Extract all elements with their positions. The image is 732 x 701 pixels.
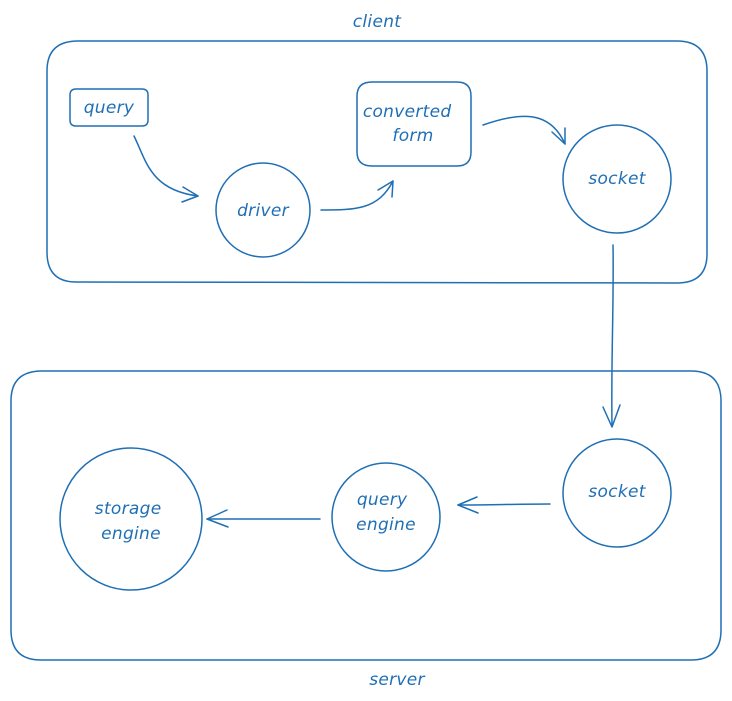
driver-node-label: driver — [237, 201, 290, 221]
client-socket-node — [562, 124, 672, 234]
client-group-label: client — [353, 12, 403, 32]
converted-form-line-1: converted — [363, 102, 452, 122]
arrow-query-engine-to-storage-head — [206, 509, 229, 528]
arrow-converted-to-socket-head — [551, 127, 566, 145]
converted-form-node-box — [356, 81, 472, 167]
storage-engine-line-1: storage — [95, 499, 162, 519]
arrow-query-to-driver-head — [181, 186, 199, 203]
arrow-converted-to-socket — [482, 115, 566, 145]
arrow-query-to-driver — [133, 135, 199, 197]
server-group-label: server — [369, 670, 425, 690]
server-group-box — [10, 370, 722, 661]
arrow-client-socket-to-server-socket — [611, 244, 614, 427]
query-engine-line-2: engine — [356, 515, 416, 535]
arrow-client-socket-to-server-socket-head — [602, 404, 621, 428]
driver-node — [215, 162, 311, 258]
server-socket-node — [562, 438, 672, 548]
query-node-box — [69, 88, 149, 127]
query-engine-node — [331, 462, 441, 572]
storage-engine-node — [59, 447, 203, 591]
client-group-box — [46, 40, 708, 284]
storage-engine-line-2: engine — [101, 524, 161, 544]
client-socket-node-label: socket — [588, 169, 646, 189]
query-node-label: query — [84, 98, 135, 118]
query-engine-line-1: query — [357, 490, 408, 510]
arrow-driver-to-converted — [320, 180, 394, 211]
arrow-socket-to-query-engine — [457, 503, 551, 506]
converted-form-node-label: converted form — [363, 102, 457, 146]
converted-form-line-2: form — [392, 126, 433, 146]
arrow-driver-to-converted-head — [377, 180, 394, 198]
arrow-socket-to-query-engine-head — [457, 496, 479, 514]
server-socket-node-label: socket — [588, 482, 646, 502]
query-engine-node-label: query engine — [356, 490, 416, 535]
storage-engine-node-label: storage engine — [95, 499, 167, 544]
